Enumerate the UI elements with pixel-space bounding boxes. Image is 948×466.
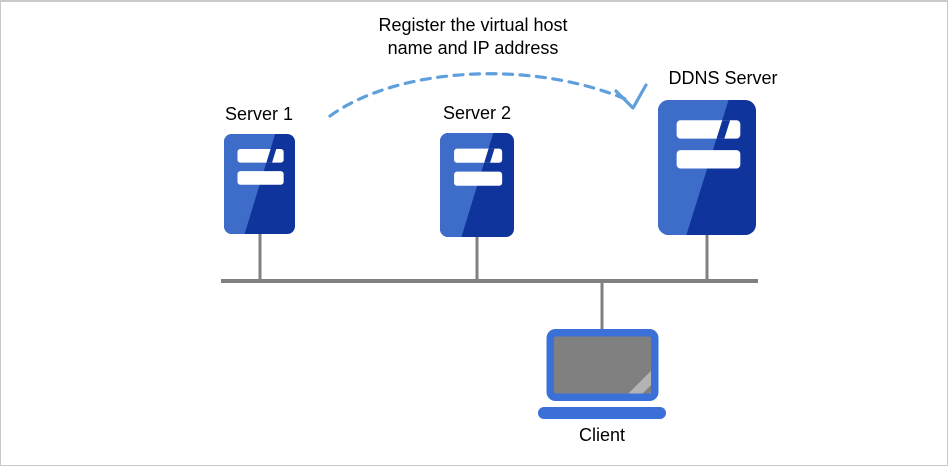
laptop-screen <box>554 336 651 394</box>
server-slot-gap <box>266 149 277 163</box>
register-annotation-line1: Register the virtual host <box>378 15 568 35</box>
server2-label: Server 2 <box>442 103 512 123</box>
server-slot-bottom <box>237 171 284 185</box>
ddns-server-icon <box>658 100 756 235</box>
client-laptop-icon <box>538 329 666 419</box>
server-slot-top <box>676 120 741 139</box>
server1-label: Server 1 <box>224 104 294 124</box>
screen-glare-wide <box>620 357 651 394</box>
server-slot-top <box>454 148 503 163</box>
server-slot-gap <box>716 120 731 139</box>
register-arrow-curve <box>328 72 632 118</box>
server-slot-gap <box>484 148 495 163</box>
server1-icon <box>224 134 295 234</box>
laptop-base <box>538 407 666 419</box>
server-slot-bottom <box>676 150 741 169</box>
server2-icon <box>440 133 514 237</box>
ddns-server-label: DDNS Server <box>668 68 778 88</box>
register-annotation-line2: name and IP address <box>387 38 559 58</box>
client-label: Client <box>578 425 626 445</box>
register-annotation: Register the virtual host name and IP ad… <box>343 14 603 60</box>
server-slot-top <box>237 149 284 163</box>
server-slot-bottom <box>454 171 503 186</box>
register-arrowhead-icon <box>614 83 648 110</box>
